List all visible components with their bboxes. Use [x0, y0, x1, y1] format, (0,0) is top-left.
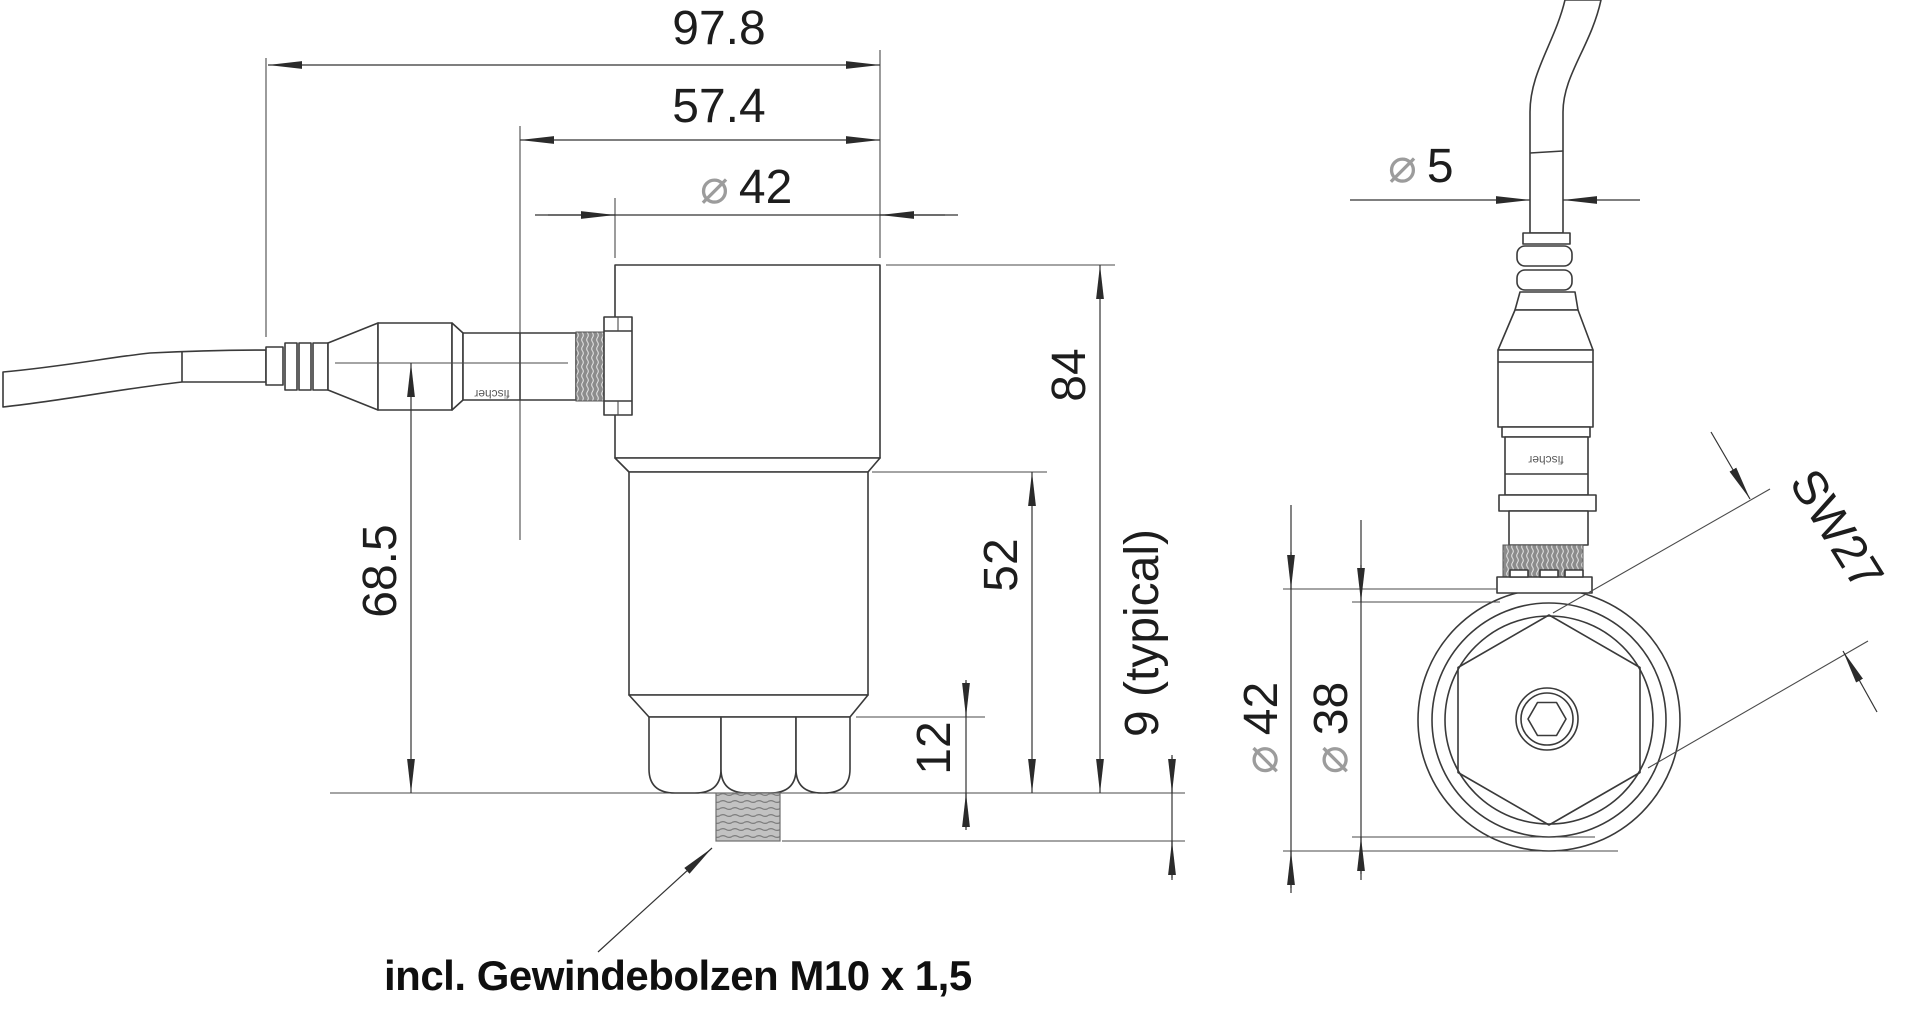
hex-face-right	[795, 716, 851, 794]
label-hex-height: 12	[908, 721, 961, 774]
ext-wrench-upper	[1552, 488, 1771, 614]
label-outer-diameter: ⌀42	[1233, 682, 1289, 774]
cable-break-tick-front	[1529, 150, 1564, 154]
brand-label-side: fischer	[474, 387, 509, 401]
connector-step	[1501, 426, 1591, 438]
hex-face-left	[648, 716, 722, 794]
brand-label-front: fischer	[1528, 453, 1563, 467]
sensor-body	[614, 264, 881, 842]
gland-nut-tab	[1509, 569, 1529, 578]
grommet-rib	[1516, 245, 1573, 267]
grommet-rib	[298, 342, 312, 391]
connector-shell-front	[1497, 349, 1594, 428]
body-upper-cylinder	[614, 264, 881, 459]
connector-threads	[575, 331, 605, 402]
dimarrow	[1842, 650, 1878, 713]
gland-nut-flange	[1496, 576, 1593, 594]
gland-nut-tab	[1564, 569, 1584, 578]
connector-cone	[327, 322, 379, 411]
label-wrench-size: SW27	[1779, 460, 1893, 599]
hex-flats	[1457, 614, 1641, 826]
diameter-symbol: ⌀	[1303, 745, 1359, 774]
body-chamfer	[614, 457, 881, 473]
diameter-symbol: ⌀	[700, 159, 729, 215]
connector-cone-front	[1497, 309, 1594, 351]
dimension-lines	[268, 61, 1878, 953]
cable-end-cap	[265, 346, 284, 386]
connector-neck	[1508, 510, 1589, 546]
label-lower-height: 52	[975, 538, 1028, 591]
hex-socket	[1527, 701, 1567, 737]
connector-shell	[377, 322, 453, 411]
label-overall-length: 97.8	[672, 2, 765, 55]
grommet-flare	[1514, 291, 1579, 311]
body-lower-cylinder	[628, 471, 869, 696]
extension-lines	[265, 50, 1185, 842]
label-cable-diameter: ⌀5	[1388, 138, 1454, 194]
cable-connector-side: fischer	[2, 316, 633, 416]
gland-nut-tab	[1539, 569, 1559, 578]
label-body-diameter: ⌀42	[700, 159, 792, 215]
grommet-rib	[1516, 269, 1573, 291]
diameter-symbol: ⌀	[1233, 745, 1289, 774]
threaded-stud	[715, 792, 781, 842]
grommet-rib	[284, 342, 298, 391]
coupling-nut	[603, 316, 633, 416]
cable-connector-front: fischer	[1496, 0, 1602, 594]
front-view: fischer	[1283, 0, 1869, 852]
cable-front	[1529, 0, 1602, 234]
connector-barrel-front	[1504, 436, 1589, 496]
ext-wrench-lower	[1647, 640, 1869, 769]
connector-taper	[451, 322, 464, 411]
dimline-wrench-size	[1710, 431, 1751, 500]
label-inner-diameter: ⌀38	[1303, 682, 1359, 774]
note-text: incl. Gewindebolzen M10 x 1,5	[384, 952, 972, 999]
grommet-flange	[1522, 232, 1571, 245]
label-total-height: 84	[1043, 348, 1096, 401]
side-view: fischer	[2, 264, 881, 842]
sensor-face	[1417, 588, 1681, 852]
front-extension-lines	[1283, 488, 1869, 852]
label-axis-height: 68.5	[354, 524, 407, 617]
socket-circle	[1520, 692, 1574, 746]
socket-boss-circle	[1515, 687, 1579, 751]
label-front-length: 57.4	[672, 80, 765, 133]
body-hex-taper	[628, 694, 869, 718]
face-circle	[1444, 615, 1654, 825]
hex-nut-profile	[648, 716, 851, 794]
note-leader	[597, 847, 713, 953]
label-stud-length: 9 (typical)	[1116, 529, 1169, 737]
cable	[2, 349, 267, 408]
diameter-symbol: ⌀	[1388, 138, 1417, 194]
grommet-rib	[312, 342, 329, 391]
barrel-flange	[1498, 494, 1597, 512]
hex-face-center	[720, 716, 797, 794]
